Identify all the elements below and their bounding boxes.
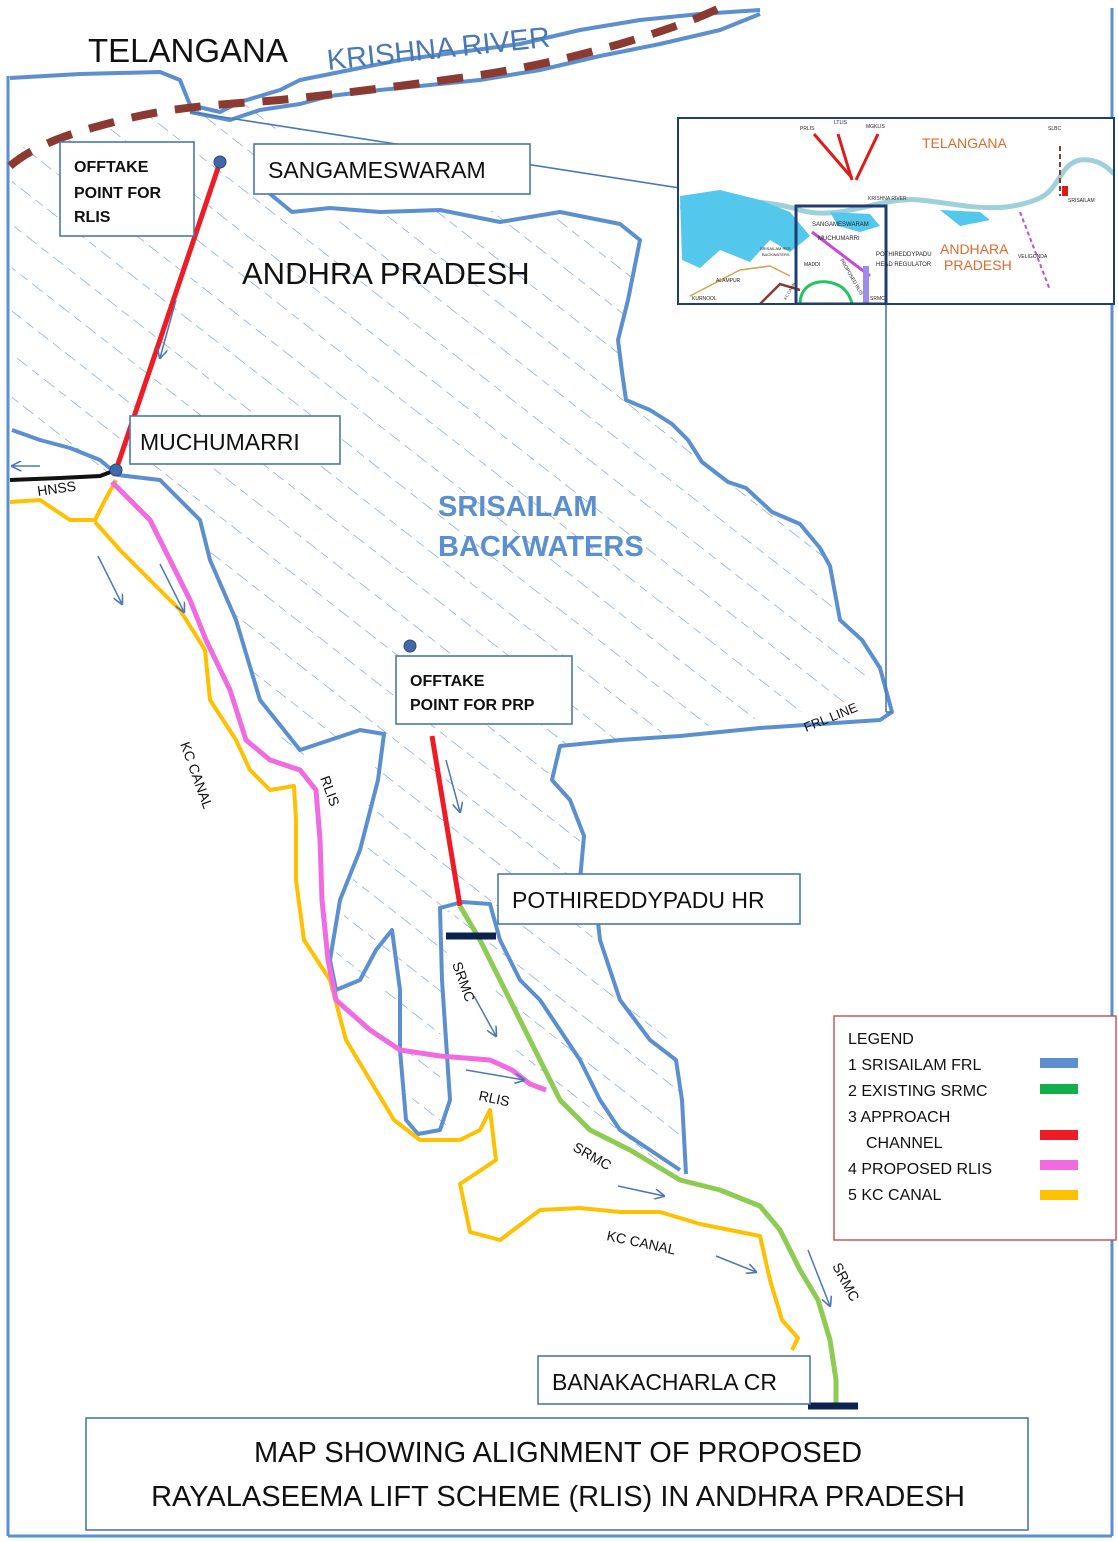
krishna-river-label: KRISHNA RIVER	[325, 22, 551, 77]
legend-swatch-frl	[1040, 1058, 1078, 1068]
legend: LEGEND 1 SRISAILAM FRL 2 EXISTING SRMC 3…	[833, 1015, 1117, 1241]
inset-highlight	[794, 204, 888, 303]
proposed-rlis-canal	[110, 480, 547, 1093]
legend-item-1: 1 SRISAILAM FRL	[848, 1057, 981, 1074]
kc-canal-label-lower: KC CANAL	[605, 1227, 677, 1257]
srmc-label-lower: SRMC	[829, 1260, 862, 1304]
pothireddypadu-box: POTHIREDDYPADU HR	[497, 873, 801, 925]
muchumarri-point	[109, 463, 123, 477]
legend-item-5: 5 KC CANAL	[848, 1187, 941, 1204]
rlis-label-lower: RLIS	[477, 1087, 511, 1109]
svg-text:OFFTAKE: OFFTAKE	[74, 159, 149, 176]
andhra-pradesh-label: ANDHRA PRADESH	[242, 256, 530, 291]
inset-river	[679, 157, 1113, 216]
approach-channel-prp	[429, 735, 463, 907]
svg-text:LTLIS: LTLIS	[834, 120, 848, 126]
svg-text:RLIS: RLIS	[74, 209, 111, 226]
srmc-label-upper: SRMC	[449, 960, 478, 1004]
kc-canal-label-upper: KC CANAL	[177, 740, 216, 811]
muchumarri-label: MUCHUMARRI	[140, 429, 300, 455]
svg-text:SANGAMESWARAM: SANGAMESWARAM	[812, 222, 869, 228]
backwaters-hatch	[12, 100, 880, 1172]
legend-swatch-approach	[1040, 1130, 1078, 1140]
flow-arrows	[97, 299, 830, 1306]
legend-item-2: 2 EXISTING SRMC	[848, 1083, 988, 1100]
inset-map: TELANGANA ANDHARA PRADESH KRISHNA RIVER …	[677, 117, 1115, 305]
offtake-prp-box: OFFTAKE POINT FOR PRP	[395, 655, 573, 725]
svg-text:MUCHUMARRI: MUCHUMARRI	[818, 236, 860, 242]
muchumarri-box: MUCHUMARRI	[129, 415, 341, 465]
existing-srmc-canal	[457, 904, 839, 1404]
state-border	[7, 4, 722, 170]
svg-text:PRADESH: PRADESH	[944, 257, 1012, 273]
svg-text:SRISAILAM RES: SRISAILAM RES	[760, 246, 791, 251]
legend-item-3: 3 APPROACH	[848, 1109, 950, 1126]
banakacharla-box: BANAKACHARLA CR	[537, 1355, 811, 1405]
legend-item-4: 4 PROPOSED RLIS	[848, 1161, 992, 1178]
svg-text:ALAMPUR: ALAMPUR	[716, 278, 741, 284]
legend-item-3b: CHANNEL	[866, 1135, 943, 1152]
inset-backwaters	[680, 190, 810, 268]
svg-text:SLBC: SLBC	[1048, 126, 1061, 132]
srisailam-frl-outline	[9, 8, 894, 1175]
hnss-canal	[9, 468, 117, 482]
svg-text:POINT FOR PRP: POINT FOR PRP	[410, 697, 535, 714]
svg-text:KRISHNA RIVER: KRISHNA RIVER	[868, 196, 907, 202]
telangana-label: TELANGANA	[88, 32, 288, 69]
svg-text:SRMC: SRMC	[870, 296, 885, 302]
svg-text:PRLIS: PRLIS	[800, 126, 815, 132]
kc-canal	[9, 479, 800, 1351]
sangameswaram-box: SANGAMESWARAM	[253, 143, 531, 195]
legend-swatch-kc	[1040, 1190, 1078, 1200]
svg-text:OFFTAKE: OFFTAKE	[410, 673, 485, 690]
hnss-label: HNSS	[36, 478, 77, 499]
banakacharla-label: BANAKACHARLA CR	[552, 1369, 777, 1395]
svg-text:VELIGONDA: VELIGONDA	[1018, 254, 1048, 260]
legend-swatch-srmc	[1040, 1084, 1078, 1094]
svg-text:BACKWATERS: BACKWATERS	[762, 252, 790, 257]
title-box: MAP SHOWING ALIGNMENT OF PROPOSED RAYALA…	[85, 1417, 1029, 1531]
map-title-line2: RAYALASEEMA LIFT SCHEME (RLIS) IN ANDHRA…	[151, 1481, 965, 1513]
offtake-prp-point	[403, 639, 417, 653]
offtake-rlis-box: OFFTAKE POINT FOR RLIS	[59, 141, 195, 237]
svg-text:ANDHARA: ANDHARA	[940, 241, 1009, 257]
svg-text:TELANGANA: TELANGANA	[922, 135, 1007, 151]
svg-text:MGKLIS: MGKLIS	[866, 124, 886, 130]
map-title-line1: MAP SHOWING ALIGNMENT OF PROPOSED	[254, 1437, 862, 1469]
legend-swatch-rlis	[1040, 1160, 1078, 1170]
svg-text:POINT FOR: POINT FOR	[74, 185, 162, 202]
backwaters-label-line2: BACKWATERS	[438, 531, 644, 563]
svg-text:SRISAILAM: SRISAILAM	[1068, 198, 1095, 204]
offtake-rlis-point	[213, 155, 227, 169]
svg-text:KURNOOL: KURNOOL	[692, 296, 717, 302]
sangameswaram-label: SANGAMESWARAM	[268, 157, 486, 183]
rlis-label-upper: RLIS	[317, 774, 343, 809]
svg-text:MADDI: MADDI	[804, 262, 820, 268]
backwaters-label-line1: SRISAILAM	[438, 491, 598, 523]
srmc-label-middle: SRMC	[571, 1139, 615, 1173]
svg-text:POTHIREDDYPADU: POTHIREDDYPADU	[876, 252, 932, 258]
pothireddypadu-label: POTHIREDDYPADU HR	[512, 887, 765, 913]
svg-text:HEAD REGULATOR: HEAD REGULATOR	[876, 262, 932, 268]
legend-title: LEGEND	[848, 1031, 914, 1048]
